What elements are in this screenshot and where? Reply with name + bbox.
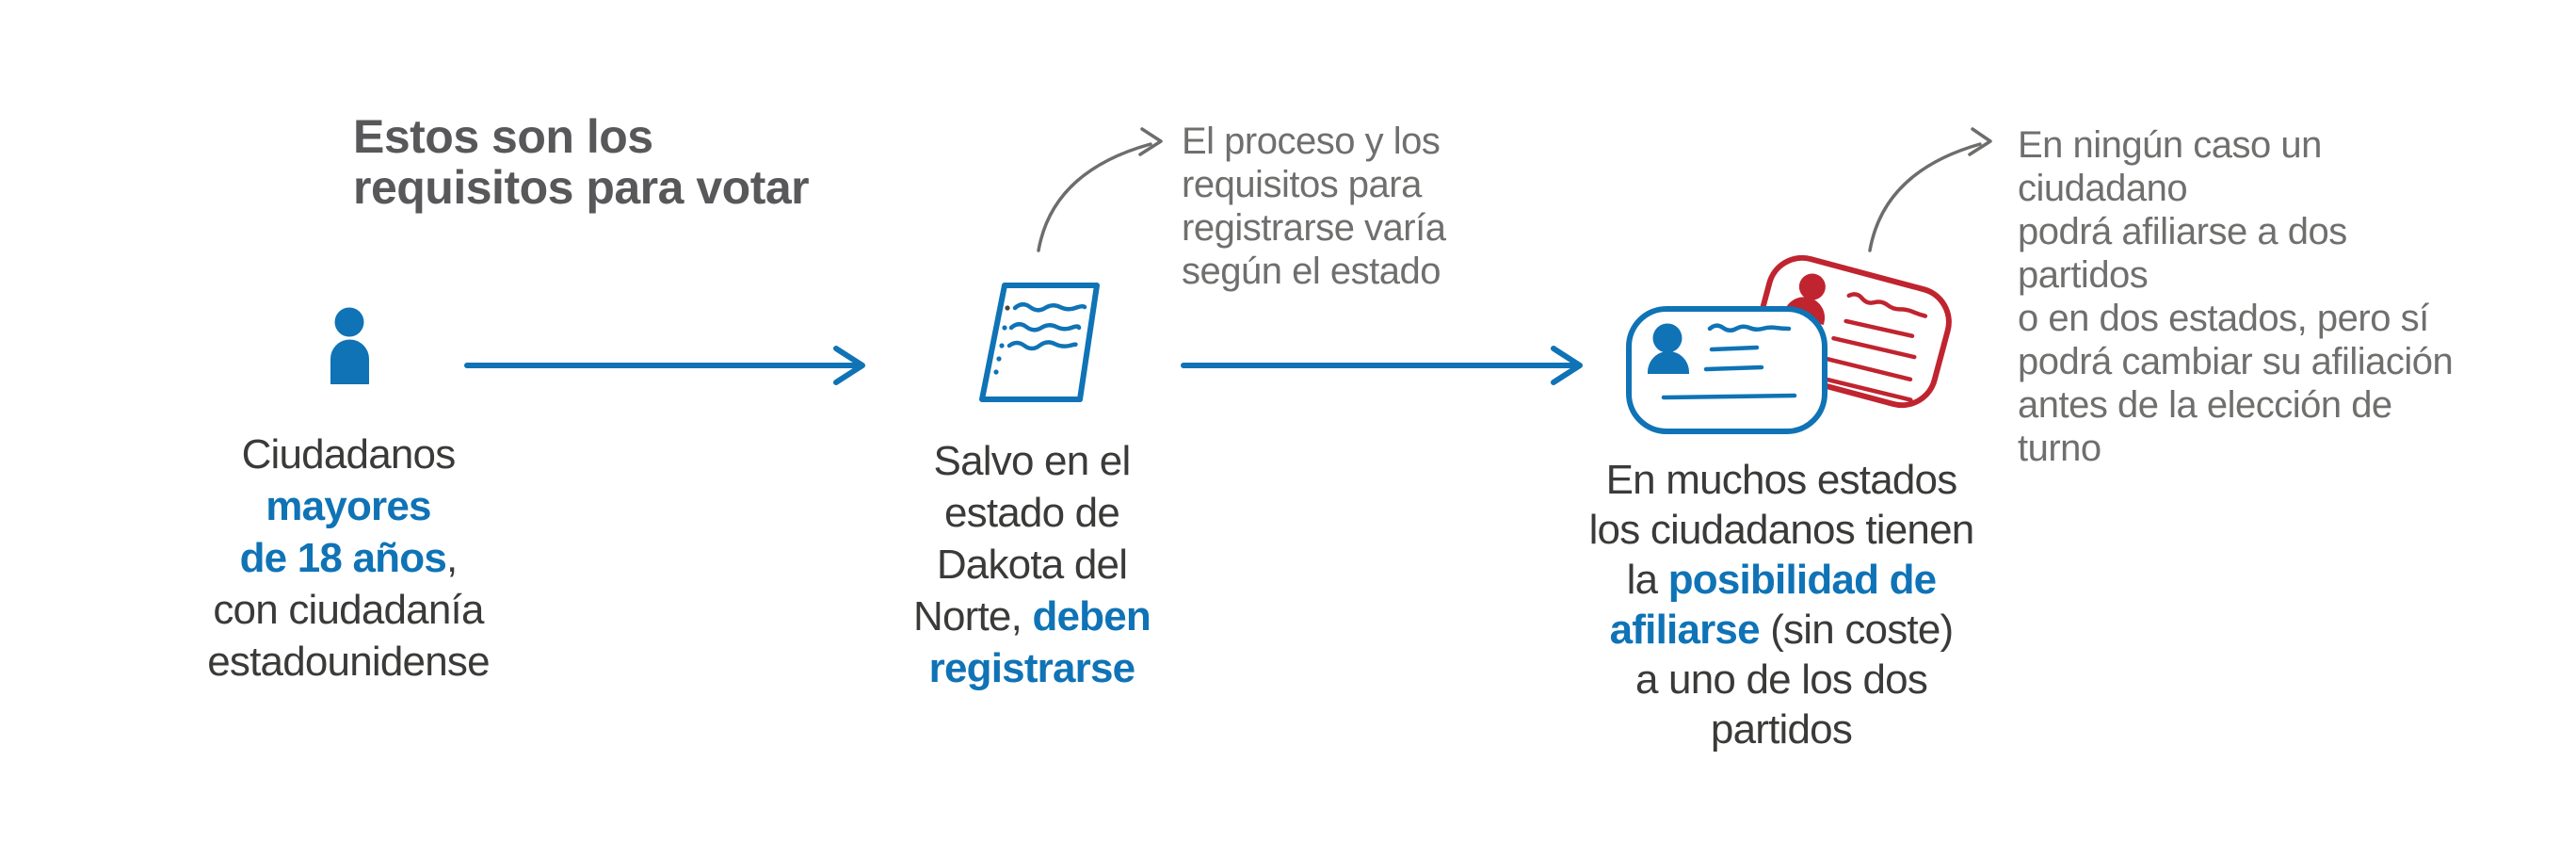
text-line: a uno de los dos: [1546, 655, 2017, 704]
emphasized-text: deben: [1032, 593, 1151, 640]
text-segment: o en dos estados, pero sí: [2018, 298, 2429, 339]
text-line: registrarse: [844, 642, 1220, 694]
arrow-right-icon: [464, 346, 865, 385]
page-title-line1: Estos son los: [353, 110, 653, 163]
text-line: En ningún caso un ciudadano: [2018, 123, 2479, 210]
text-segment: (sin coste): [1759, 607, 1954, 653]
text-segment: estado de: [943, 490, 1120, 536]
registration-form-icon: [979, 283, 1100, 402]
text-segment: requisitos para: [1182, 164, 1422, 205]
text-segment: podrá cambiar su afiliación: [2018, 341, 2454, 382]
text-line: Norte, deben: [844, 591, 1220, 642]
text-segment: En ningún caso un ciudadano: [2018, 124, 2322, 209]
text-line: El proceso y los: [1182, 120, 1586, 163]
text-segment: Salvo en el: [933, 438, 1132, 484]
text-line: En muchos estados: [1546, 455, 2017, 505]
text-line: Salvo en el: [844, 435, 1220, 487]
text-line: de 18 años,: [160, 532, 537, 584]
person-icon: [330, 307, 369, 384]
text-line: requisitos para: [1182, 163, 1586, 206]
emphasized-text: posibilidad de: [1667, 557, 1937, 603]
text-line: estado de: [844, 487, 1220, 539]
text-segment: podrá afiliarse a dos partidos: [2018, 211, 2347, 296]
text-line: estadounidense: [160, 636, 537, 688]
text-line: los ciudadanos tienen: [1546, 505, 2017, 555]
text-line: podrá cambiar su afiliación: [2018, 340, 2479, 383]
emphasized-text: registrarse: [928, 645, 1135, 691]
text-segment: estadounidense: [207, 639, 490, 685]
arrow-right-icon: [1181, 346, 1583, 385]
emphasized-text: afiliarse: [1609, 607, 1761, 653]
page-title: Estos son los requisitos para votar: [353, 110, 810, 214]
text-segment: a uno de los dos: [1634, 656, 1928, 703]
text-line: o en dos estados, pero sí: [2018, 297, 2479, 340]
text-segment: Ciudadanos: [241, 431, 457, 478]
text-segment: según el estado: [1182, 251, 1441, 292]
text-segment: antes de la elección de turno: [2018, 384, 2392, 469]
page-title-line2: requisitos para votar: [353, 161, 810, 214]
text-segment: los ciudadanos tienen: [1588, 507, 1975, 553]
text-segment: registrarse varía: [1182, 207, 1446, 249]
text-line: la posibilidad de: [1546, 555, 2017, 605]
text-line: con ciudadanía: [160, 584, 537, 636]
text-line: Ciudadanos: [160, 429, 537, 480]
emphasized-text: mayores: [266, 483, 431, 529]
text-segment: Dakota del: [936, 542, 1128, 588]
text-segment: la: [1626, 557, 1668, 603]
text-line: mayores: [160, 480, 537, 532]
text-line: antes de la elección de turno: [2018, 383, 2479, 470]
text-segment: con ciudadanía: [213, 587, 484, 633]
text-line: podrá afiliarse a dos partidos: [2018, 210, 2479, 297]
text-segment: Norte,: [912, 593, 1033, 640]
curved-arrow-icon: [1868, 127, 1992, 252]
text-line: Dakota del: [844, 539, 1220, 591]
text-line: partidos: [1546, 704, 2017, 754]
text-segment: ,: [446, 535, 458, 581]
text-segment: En muchos estados: [1605, 457, 1958, 503]
text-line: según el estado: [1182, 250, 1586, 293]
text-line: afiliarse (sin coste): [1546, 605, 2017, 655]
curved-arrow-icon: [1037, 127, 1163, 252]
text-segment: partidos: [1710, 706, 1853, 753]
text-segment: El proceso y los: [1182, 121, 1441, 162]
id-card-blue-icon: [1626, 306, 1827, 434]
emphasized-text: de 18 años: [239, 535, 447, 581]
text-line: registrarse varía: [1182, 206, 1586, 250]
